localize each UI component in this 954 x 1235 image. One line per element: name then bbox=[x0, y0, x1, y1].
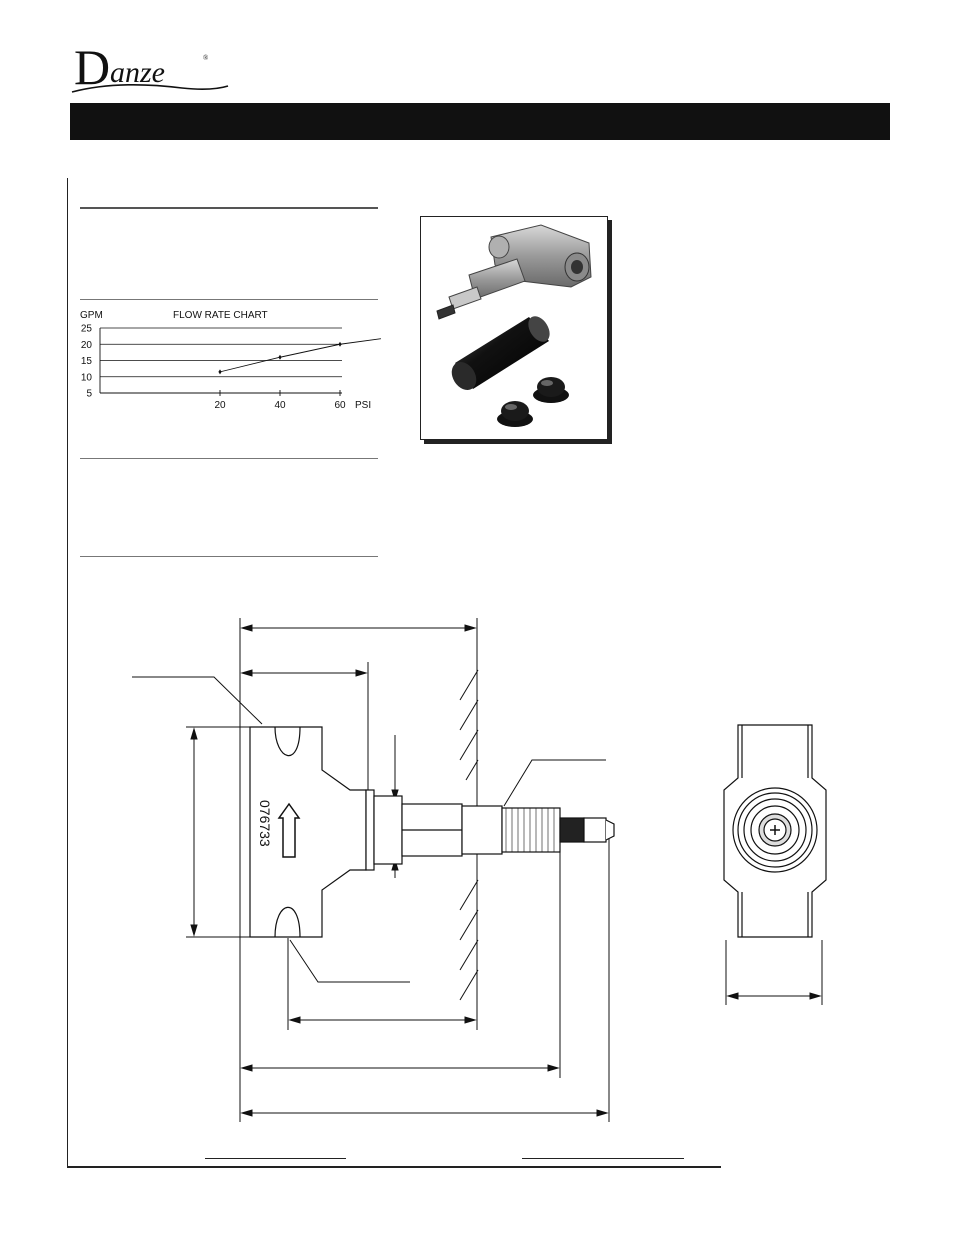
danze-logo: D anze ® bbox=[71, 39, 229, 95]
chart-y-tick-label: 25 bbox=[81, 324, 93, 335]
chart-y-tick-label: 20 bbox=[81, 340, 93, 351]
section-rule-2 bbox=[80, 299, 378, 300]
chart-y-tick-label: 10 bbox=[81, 372, 93, 383]
caption-underline-right bbox=[522, 1158, 684, 1159]
product-photo-frame bbox=[420, 216, 608, 440]
bottom-rule bbox=[67, 1166, 721, 1168]
chart-point bbox=[278, 354, 282, 360]
chart-x-tick-label: 60 bbox=[334, 400, 346, 411]
header-bar bbox=[70, 103, 890, 140]
chart-y-tick-label: 15 bbox=[81, 356, 93, 367]
product-photo bbox=[436, 224, 592, 427]
valve-side-view bbox=[249, 726, 615, 938]
chart-points bbox=[218, 341, 342, 375]
chart-ylabel: GPM bbox=[80, 310, 103, 321]
valve-stem-photo bbox=[436, 258, 526, 320]
chart-point bbox=[338, 341, 342, 347]
chart-x-tick-label: 40 bbox=[274, 400, 286, 411]
caption-underline-left bbox=[205, 1158, 346, 1159]
dimension-lines bbox=[190, 624, 822, 1117]
chart-x-tick-label: 20 bbox=[214, 400, 226, 411]
chart-y-ticks: 5 10 15 20 25 bbox=[81, 324, 93, 400]
section-rule-3 bbox=[80, 458, 378, 459]
chart-grid bbox=[99, 327, 342, 394]
flow-rate-chart: GPM FLOW RATE CHART PSI 5 10 15 20 25 20 40 60… bbox=[80, 310, 381, 411]
logo-registered-mark: ® bbox=[203, 54, 209, 62]
leader-lines bbox=[132, 676, 606, 983]
chart-x-ticks: 20406080 bbox=[214, 390, 346, 411]
part-marking: 076733 bbox=[257, 800, 273, 847]
chart-point bbox=[218, 369, 222, 375]
chart-title: FLOW RATE CHART bbox=[173, 310, 268, 321]
section-rule-4 bbox=[80, 556, 378, 557]
chart-series-line bbox=[219, 338, 381, 373]
caps-photo bbox=[497, 377, 569, 427]
chart-y-tick-label: 5 bbox=[86, 389, 92, 400]
left-margin-rule bbox=[67, 178, 68, 1168]
wall-hatch bbox=[459, 669, 479, 1001]
section-rule-1 bbox=[80, 207, 378, 209]
logo-wordmark: anze bbox=[110, 56, 165, 89]
chart-xlabel: PSI bbox=[355, 400, 371, 411]
valve-end-view bbox=[723, 724, 827, 938]
handle-photo bbox=[451, 316, 550, 390]
technical-drawing: 076733 bbox=[132, 618, 827, 1122]
logo-swoosh bbox=[71, 83, 229, 93]
